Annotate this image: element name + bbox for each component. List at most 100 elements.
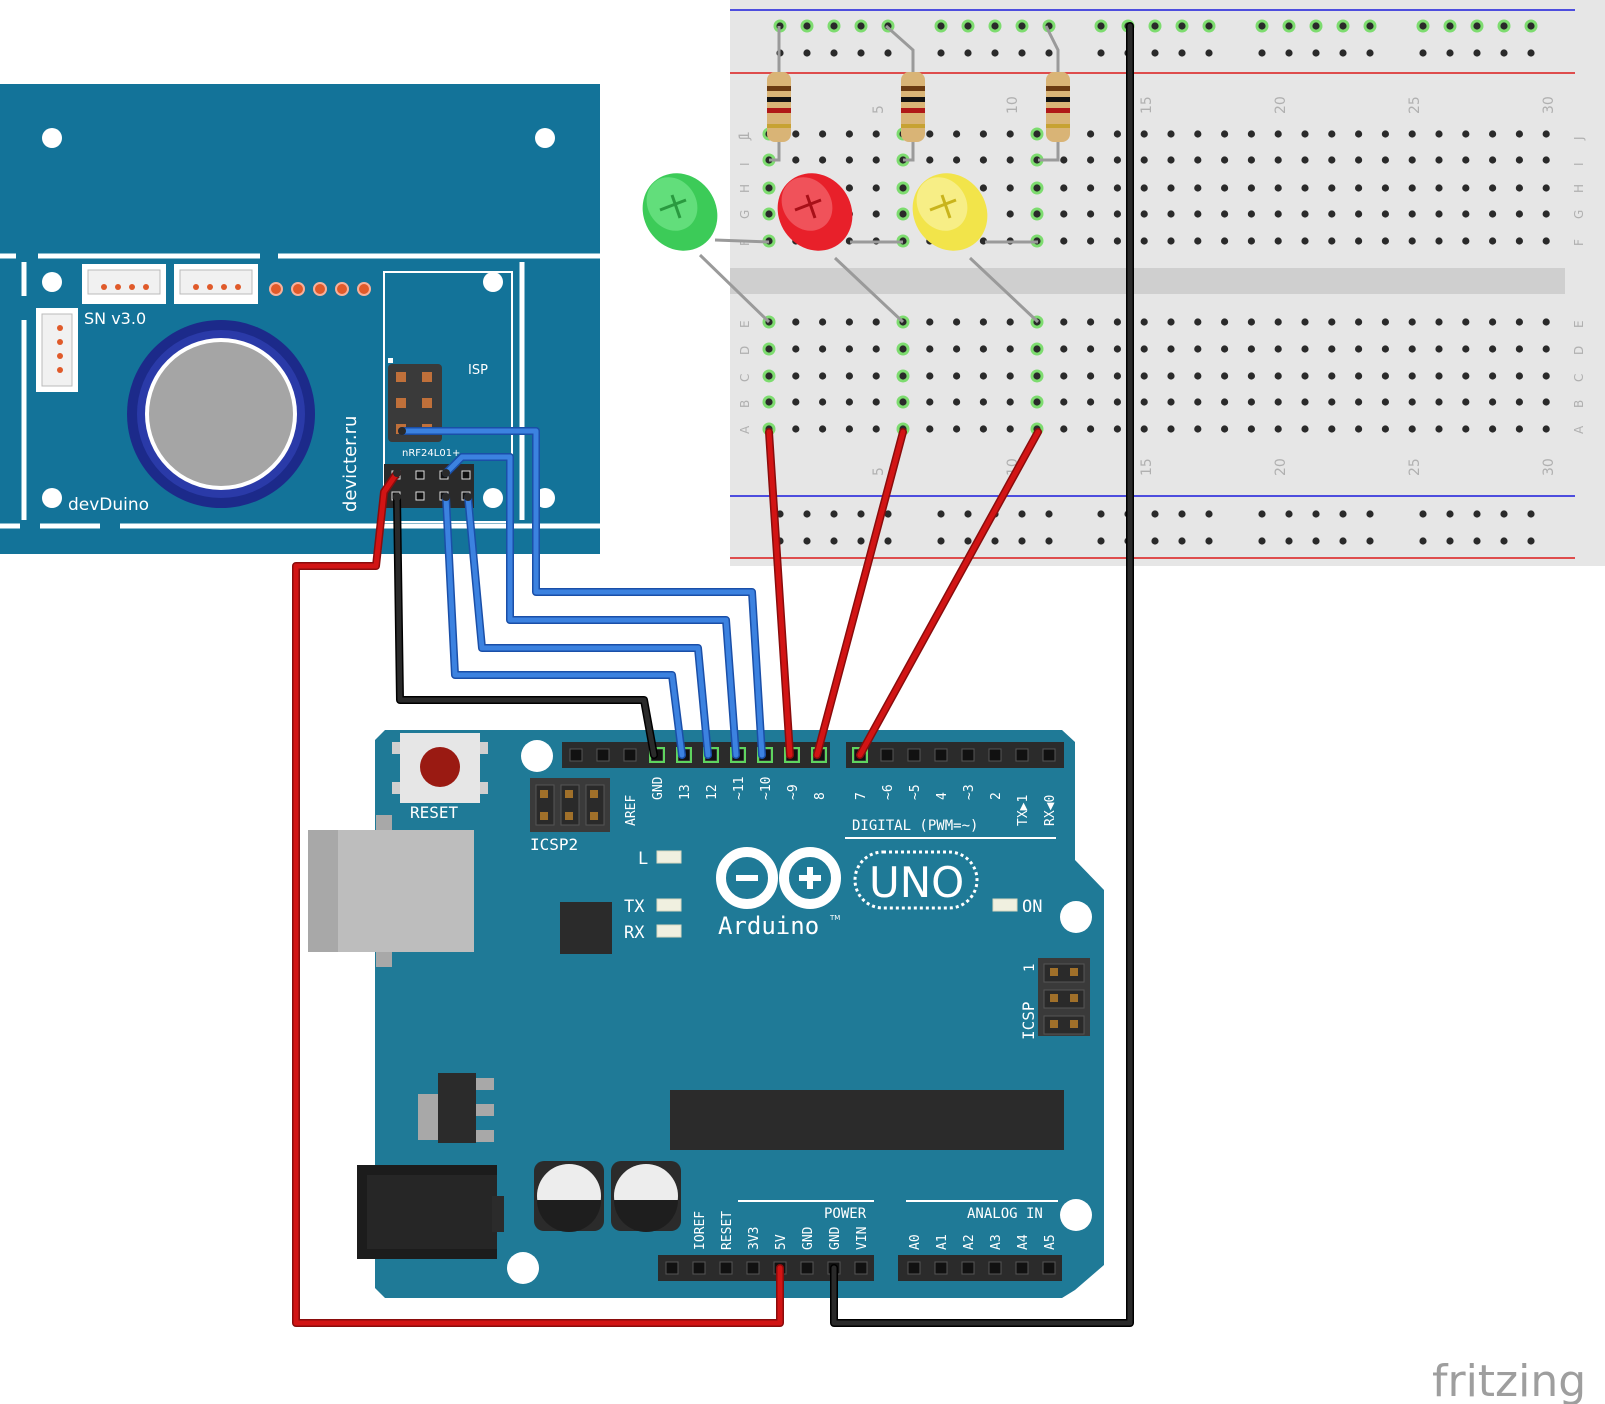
bb-hole — [979, 398, 988, 406]
bb-hole — [1328, 425, 1336, 433]
power-pin-label: 5V — [774, 1234, 789, 1250]
pad-row — [269, 282, 371, 296]
digital-pin[interactable] — [569, 748, 583, 762]
connector-b[interactable] — [174, 264, 258, 304]
bb-hole — [1542, 210, 1550, 218]
power-header — [658, 1255, 874, 1281]
bb-hole — [1435, 318, 1443, 326]
bb-hole — [1194, 425, 1202, 433]
bb-hole — [1221, 237, 1229, 245]
bb-rail-hole — [1097, 49, 1105, 57]
bb-hole — [762, 395, 776, 409]
bottom-pin[interactable] — [1042, 1261, 1056, 1275]
bb-rail-hole — [991, 537, 999, 545]
bb-hole — [1301, 237, 1309, 245]
bb-rail-hole — [1148, 19, 1162, 33]
digital-pin[interactable] — [934, 748, 948, 762]
col-label-bot-25: 25 — [1407, 458, 1423, 476]
power-pin-label: VIN — [855, 1227, 870, 1250]
bottom-pin[interactable] — [1015, 1261, 1029, 1275]
bottom-pin[interactable] — [665, 1261, 679, 1275]
digital-pin-label: ~10 — [759, 777, 774, 800]
bb-rail-hole — [800, 19, 814, 33]
bb-hole — [1489, 345, 1497, 353]
analog-pin-label: A4 — [1016, 1234, 1031, 1250]
bb-hole — [1435, 237, 1443, 245]
power-pin-label: GND — [828, 1226, 843, 1250]
digital-pin[interactable] — [880, 748, 894, 762]
digital-pin[interactable] — [988, 748, 1002, 762]
bottom-pin[interactable] — [961, 1261, 975, 1275]
bb-rail-hole — [803, 510, 811, 518]
bb-hole — [926, 318, 934, 326]
icsp2-header[interactable] — [530, 778, 610, 832]
digital-pin[interactable] — [1042, 748, 1056, 762]
bottom-pin[interactable] — [854, 1261, 868, 1275]
connector-side[interactable] — [36, 308, 78, 392]
led-tx-label: TX — [624, 897, 645, 917]
digital-pin[interactable] — [1015, 748, 1029, 762]
digital-pin[interactable] — [596, 748, 610, 762]
bb-rail-hole — [1312, 49, 1320, 57]
bb-hole — [1060, 372, 1068, 380]
bb-hole — [1194, 237, 1202, 245]
bb-hole — [1167, 425, 1175, 433]
bb-hole — [819, 156, 827, 164]
bb-hole — [1381, 425, 1389, 433]
bb-hole — [845, 156, 854, 164]
capacitor-1 — [534, 1161, 604, 1232]
resistor-1[interactable] — [767, 26, 791, 162]
bb-rail-hole — [1366, 49, 1374, 57]
bb-hole — [819, 318, 827, 326]
bb-hole — [953, 372, 961, 380]
digital-pin[interactable] — [623, 748, 637, 762]
bb-hole — [1006, 130, 1014, 138]
resistor-3[interactable] — [1038, 25, 1070, 162]
bb-rail-hole — [991, 49, 999, 57]
led-green[interactable] — [628, 159, 771, 324]
bb-hole — [1247, 398, 1255, 406]
bottom-pin[interactable] — [692, 1261, 706, 1275]
reset-button[interactable] — [392, 733, 488, 803]
usb-connector[interactable] — [308, 815, 474, 967]
bb-hole — [1328, 318, 1336, 326]
connector-a[interactable] — [82, 264, 166, 304]
bb-rail-hole — [1527, 49, 1535, 57]
bb-hole — [953, 130, 961, 138]
bb-hole — [819, 345, 827, 353]
bb-hole — [1247, 372, 1255, 380]
bb-rail-hole — [1473, 510, 1481, 518]
bottom-pin[interactable] — [988, 1261, 1002, 1275]
bb-rail-hole — [1285, 537, 1293, 545]
bottom-pin[interactable] — [907, 1261, 921, 1275]
digital-pin-label: 13 — [678, 784, 693, 800]
resistors — [767, 24, 1070, 162]
bb-hole — [926, 156, 934, 164]
bb-hole — [1515, 130, 1523, 138]
logo-uno: UNO — [869, 858, 964, 907]
resistor-2[interactable] — [885, 24, 925, 162]
bb-hole — [953, 425, 961, 433]
bb-hole — [953, 345, 961, 353]
bottom-pin[interactable] — [746, 1261, 760, 1275]
digital-pin[interactable] — [961, 748, 975, 762]
row-letter-d: D — [738, 346, 752, 355]
bb-hole — [1408, 156, 1416, 164]
capacitor-2 — [611, 1161, 681, 1232]
power-pin-label: GND — [801, 1226, 816, 1250]
bb-hole — [1113, 184, 1121, 192]
arduino-pcb — [375, 730, 1104, 1298]
led-yellow[interactable] — [898, 159, 1040, 324]
bb-hole — [1113, 210, 1121, 218]
row-letter-e-right: E — [1572, 320, 1586, 328]
led-red[interactable] — [763, 159, 905, 324]
digital-pin[interactable] — [907, 748, 921, 762]
power-jack[interactable] — [357, 1165, 504, 1259]
icsp-header[interactable] — [1038, 958, 1090, 1036]
usb-chip — [560, 902, 612, 954]
bottom-pin[interactable] — [934, 1261, 948, 1275]
bottom-pin[interactable] — [719, 1261, 733, 1275]
bb-rail-hole — [1500, 537, 1508, 545]
bottom-pin[interactable] — [800, 1261, 814, 1275]
mount-hole-3 — [42, 272, 62, 292]
